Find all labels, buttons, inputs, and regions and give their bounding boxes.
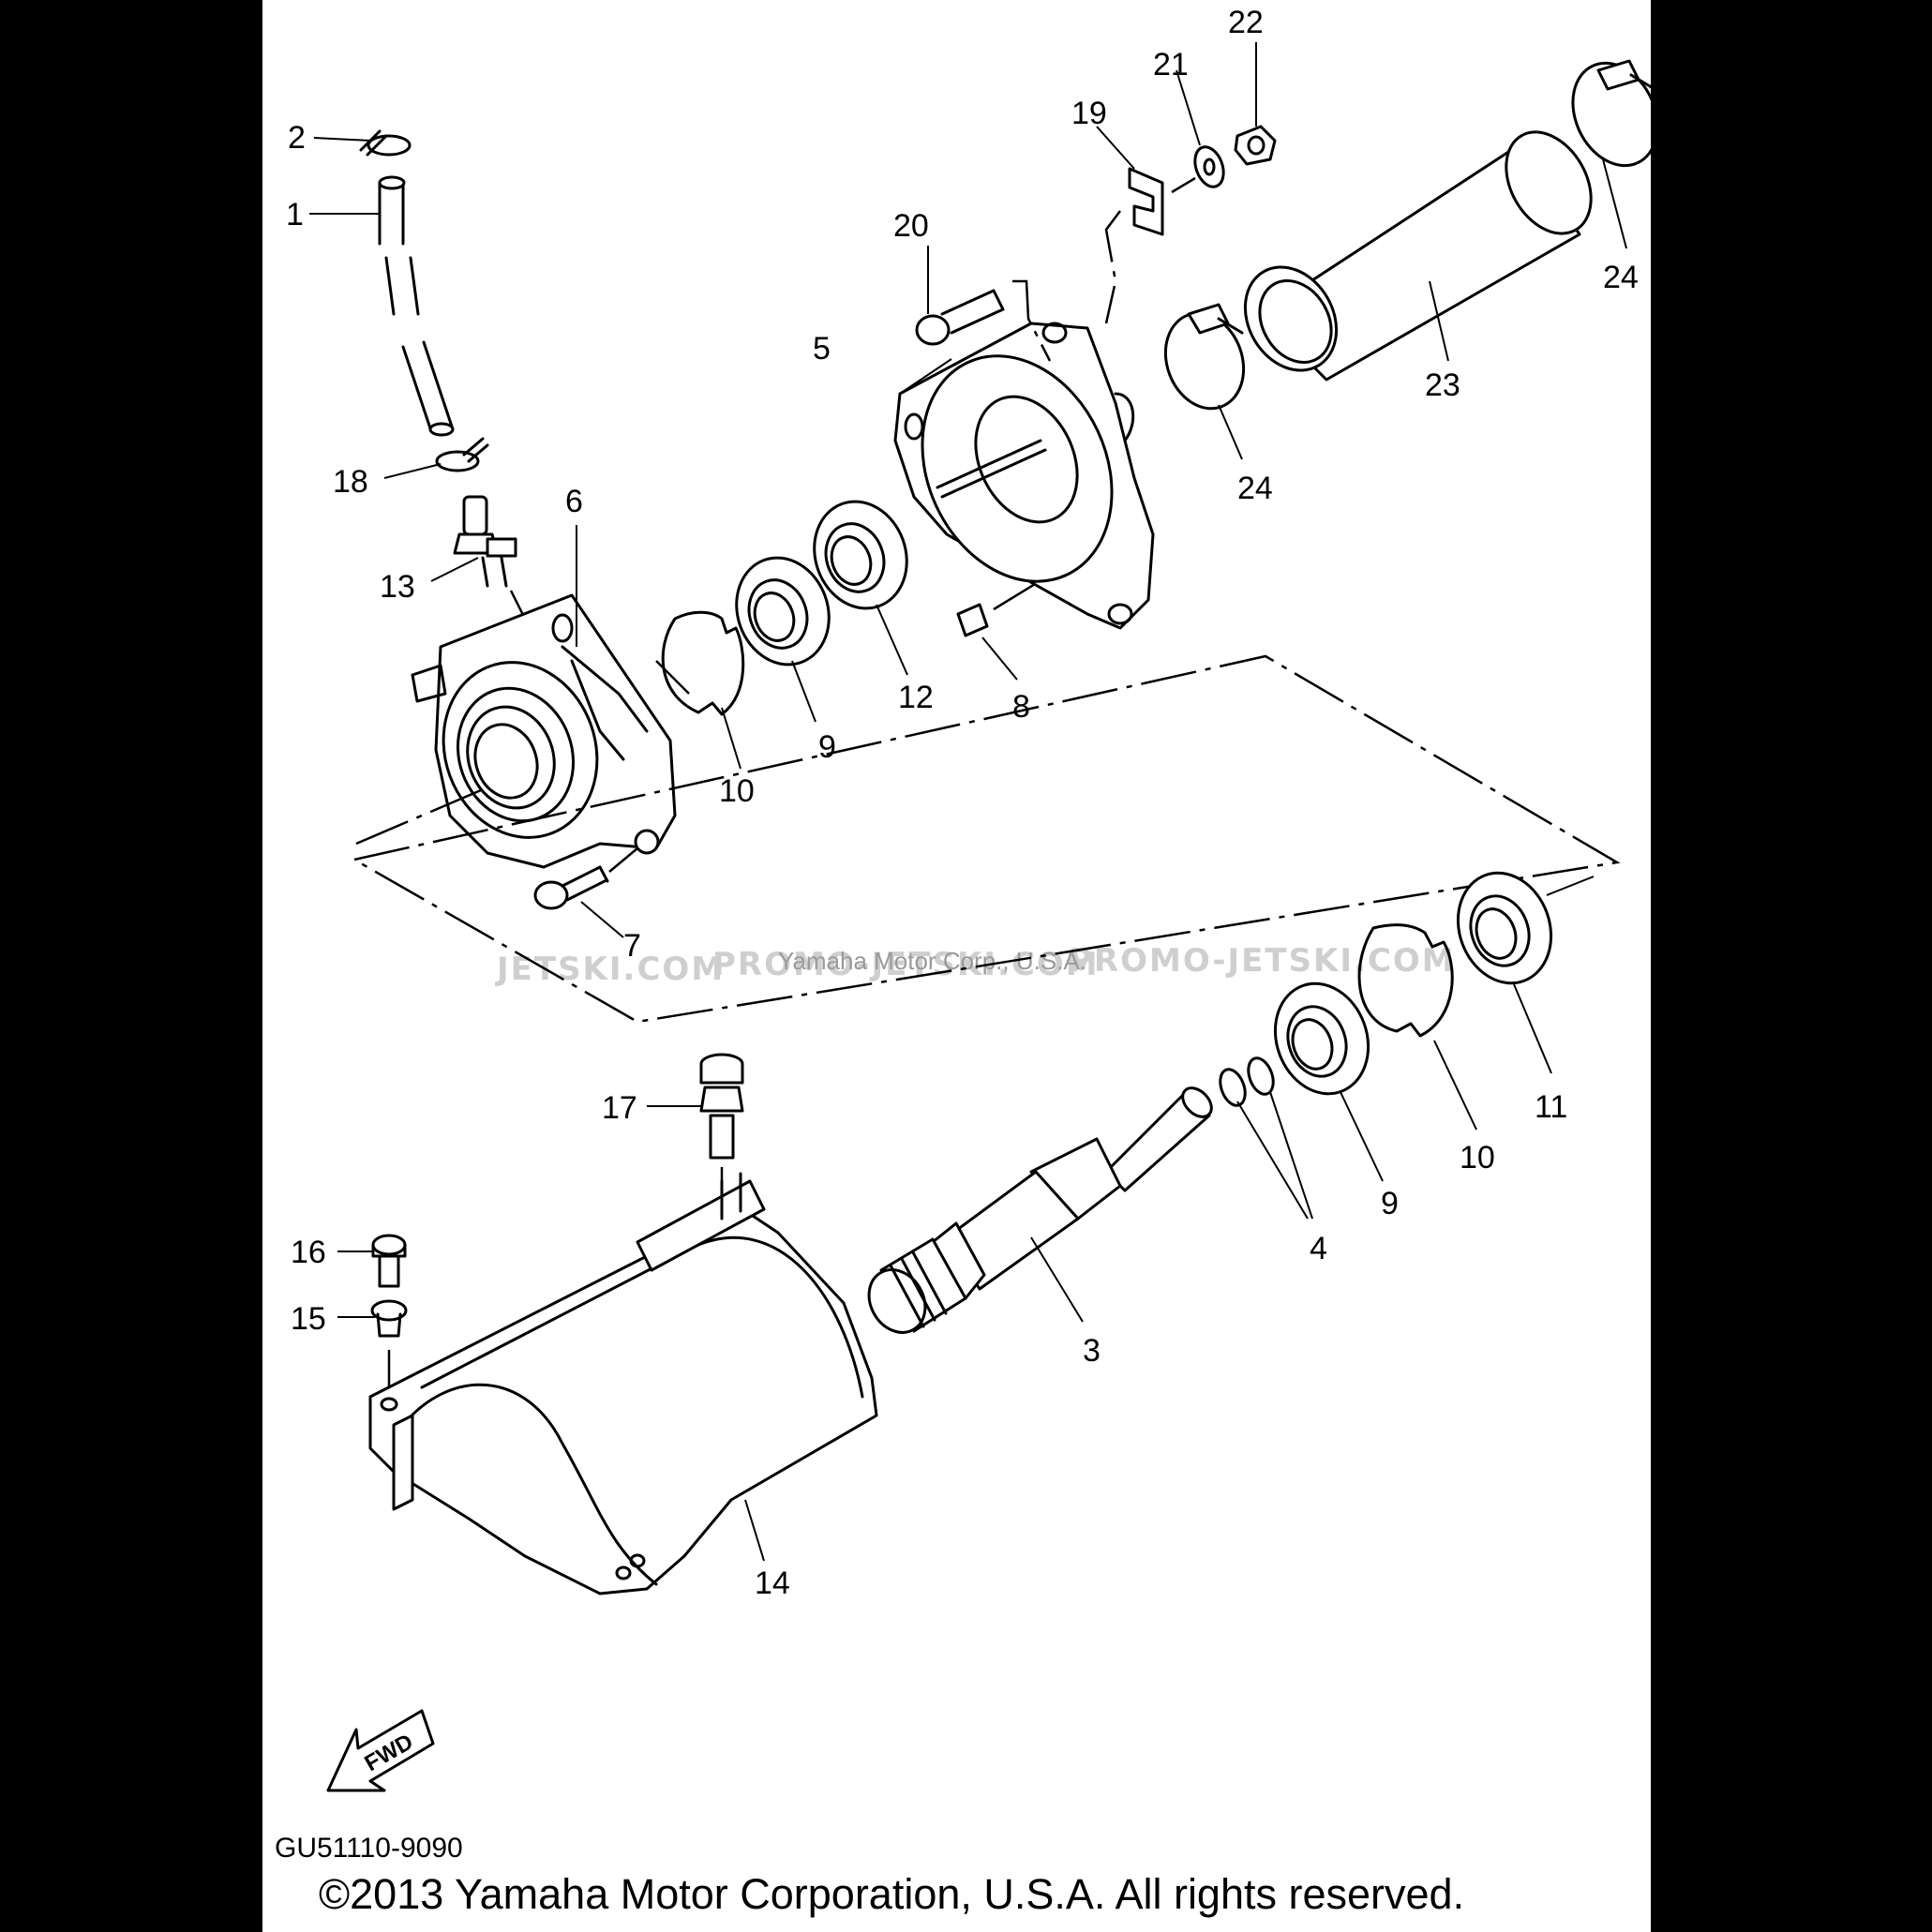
part-hose: [378, 175, 455, 437]
callout-16: 16: [291, 1235, 326, 1270]
part-housing-bolt: [533, 847, 638, 910]
part-cover-bolt: [915, 279, 1052, 362]
callout-15: 15: [291, 1301, 326, 1337]
part-bearing-12: [813, 500, 908, 610]
callout-24-middle: 24: [1237, 471, 1273, 506]
part-circlip-lower: [1357, 923, 1454, 1038]
callout-labels: 2 1 18 13 6 7 10 9 12 8 5 20 19 21 22 24…: [286, 5, 1639, 1601]
callout-4: 4: [1310, 1231, 1327, 1266]
part-hose-clip-lower: [435, 437, 489, 472]
callout-1: 1: [286, 197, 304, 232]
leader-lines: [309, 42, 1627, 1562]
callout-12: 12: [898, 680, 934, 715]
callout-2: 2: [288, 120, 306, 156]
callout-10-lower: 10: [1460, 1140, 1495, 1176]
exploded-group-outline: [351, 654, 1621, 1024]
callout-23: 23: [1425, 367, 1460, 403]
callout-13: 13: [380, 569, 415, 605]
callout-20: 20: [893, 208, 929, 244]
part-duct-hose: [1243, 130, 1593, 382]
part-bearing-11: [1456, 871, 1553, 985]
part-cover-knob: [699, 1053, 744, 1209]
callout-21: 21: [1153, 47, 1189, 82]
callout-6: 6: [565, 484, 583, 519]
part-nipple: [453, 495, 527, 620]
part-small-bolt: [371, 1234, 407, 1288]
part-bearing-upper: [735, 556, 831, 666]
part-o-rings: [1219, 1056, 1275, 1107]
callout-19: 19: [1071, 96, 1107, 131]
callout-22: 22: [1228, 5, 1264, 40]
part-bracket: [1104, 167, 1164, 324]
callout-9-lower: 9: [1381, 1186, 1399, 1221]
forward-direction-arrow: FWD: [326, 1709, 435, 1792]
callout-24-right: 24: [1603, 260, 1639, 295]
part-bearing-lower: [1273, 981, 1370, 1096]
drawing-code: GU51110-9090: [275, 1833, 463, 1864]
part-hose-clip-top: [359, 129, 412, 157]
part-washer: [1171, 145, 1225, 194]
watermark-right: PROMO-JETSKI.COM: [1069, 942, 1456, 980]
watermark-group: JETSKI.COM PROMO-JETSKI.COM PROMO-JETSKI…: [495, 942, 1456, 988]
callout-8: 8: [1012, 689, 1030, 725]
callout-10-upper: 10: [719, 773, 755, 809]
callout-14: 14: [755, 1565, 790, 1601]
part-shaft-cover: [368, 1172, 878, 1595]
part-drive-shaft: [867, 1086, 1213, 1334]
copyright-notice: ©2013 Yamaha Motor Corporation, U.S.A. A…: [319, 1870, 1465, 1918]
callout-11: 11: [1535, 1089, 1567, 1125]
part-hose-clamp-middle: [1163, 303, 1246, 411]
watermark-overlay: Yamaha Motor Corp., U.S.A.: [778, 947, 1086, 975]
callout-7: 7: [623, 928, 641, 964]
part-nut: [1234, 125, 1277, 166]
part-pump-cover: [893, 322, 1155, 630]
callout-3: 3: [1083, 1333, 1101, 1369]
part-hose-clamp-right: [1571, 59, 1659, 168]
callout-18: 18: [333, 464, 368, 500]
callout-9-upper: 9: [818, 729, 836, 765]
watermark-left: JETSKI.COM: [495, 951, 725, 988]
callout-5: 5: [813, 331, 831, 367]
part-bearing-housing: [355, 593, 677, 869]
callout-17: 17: [602, 1090, 637, 1126]
part-circlip-upper: [655, 610, 745, 716]
